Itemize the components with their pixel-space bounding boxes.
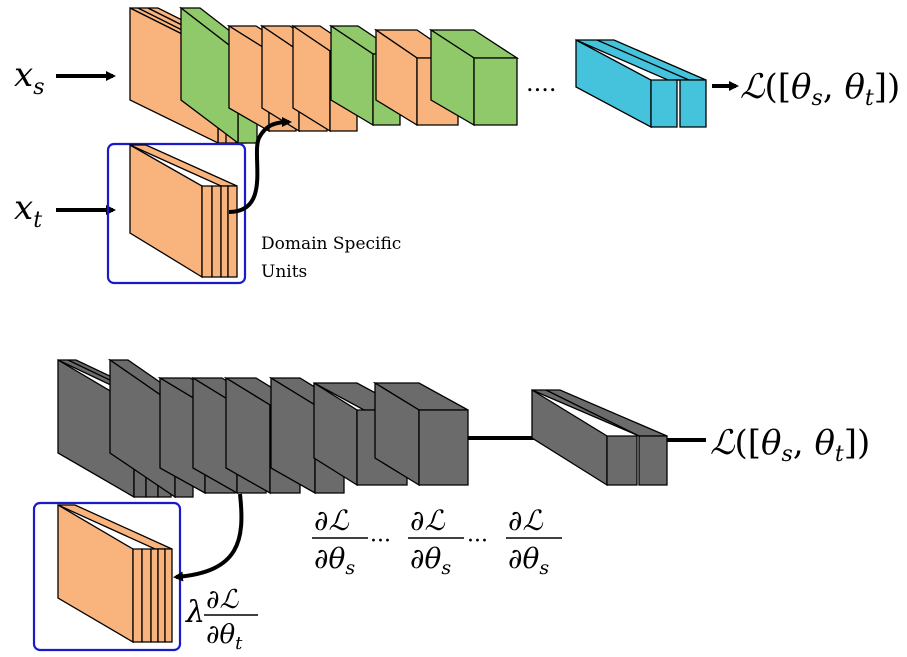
domain-specific-caption-line1: Domain Specific xyxy=(261,234,401,254)
gradient-dots-1: ··· xyxy=(370,529,391,554)
svg-text:λ: λ xyxy=(185,595,205,630)
svg-text:∂θt: ∂θt xyxy=(206,620,243,654)
source-input-sub: s xyxy=(33,75,44,100)
svg-text:∂θs: ∂θs xyxy=(410,542,451,579)
svg-text:∂θs: ∂θs xyxy=(508,542,549,579)
svg-text:∂ℒ: ∂ℒ xyxy=(410,504,445,537)
top-ellipsis: .... xyxy=(526,69,557,97)
gradient-feedback-arrow xyxy=(173,493,244,582)
domain-specific-units-box xyxy=(106,142,247,285)
svg-text:∂ℒ: ∂ℒ xyxy=(508,504,543,537)
target-block-orange-bottom xyxy=(57,503,173,644)
source-input-var: x xyxy=(14,55,33,95)
top-block-cyan-final xyxy=(575,38,707,129)
top-network: .... xyxy=(129,6,707,145)
source-input-label: xs xyxy=(14,55,44,100)
lambda-gradient-term: λ ∂ℒ ∂θt xyxy=(185,585,258,654)
gradient-terms: ∂ℒ ∂θs ··· ∂ℒ ∂θs ··· ∂ℒ ∂θs xyxy=(312,504,562,579)
target-input-label: xt xyxy=(14,188,42,233)
domain-specific-caption-line2: Units xyxy=(261,262,307,282)
bottom-block-gray-final xyxy=(531,388,668,487)
bottom-panel: ℒ([θs, θt]) ∂ℒ ∂θs ··· ∂ℒ xyxy=(32,358,870,654)
gradient-fraction-1: ∂ℒ ∂θs xyxy=(312,504,368,579)
top-block-green-stack-3 xyxy=(428,28,520,127)
svg-text:∂θs: ∂θs xyxy=(314,542,355,579)
target-block-orange-top xyxy=(129,143,238,279)
svg-text:∂ℒ: ∂ℒ xyxy=(314,504,349,537)
target-input-var: x xyxy=(14,188,33,228)
gradient-dots-2: ··· xyxy=(467,529,488,554)
gradient-fraction-2: ∂ℒ ∂θs xyxy=(408,504,464,579)
target-to-network-arrow xyxy=(228,117,292,214)
top-panel: xs xt xyxy=(14,6,900,285)
bottom-loss-label: ℒ([θs, θt]) xyxy=(710,423,870,467)
bottom-block-gray-stack-8 xyxy=(372,381,469,487)
gradient-fraction-3: ∂ℒ ∂θs xyxy=(506,504,562,579)
top-loss-label: ℒ([θs, θt]) xyxy=(740,67,900,111)
target-input-sub: t xyxy=(33,208,42,233)
bottom-network xyxy=(57,358,668,499)
svg-text:∂ℒ: ∂ℒ xyxy=(206,585,239,615)
